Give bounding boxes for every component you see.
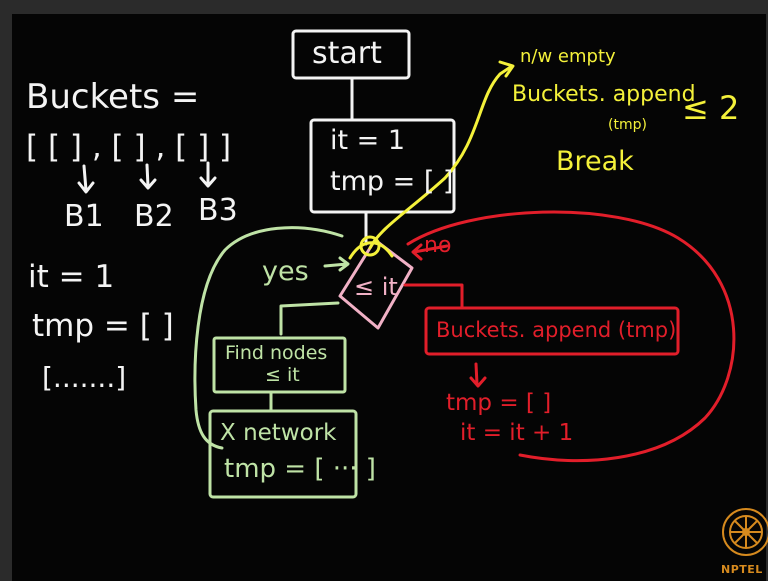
init-tmp-label: tmp = [ ]: [330, 166, 454, 197]
find-nodes-box: [212, 336, 347, 394]
decision-diamond: [338, 238, 414, 330]
side-note-line3: (tmp): [608, 117, 647, 133]
yellow-connector-curve: [368, 64, 514, 250]
bucket-b3-label: B3: [198, 193, 238, 228]
blackboard: [12, 14, 766, 581]
it-note: it = 1: [28, 259, 115, 295]
side-note-condition: ≤ 2: [682, 89, 740, 127]
buckets-title: Buckets =: [26, 77, 200, 117]
tmp-content-note: [.......]: [42, 361, 127, 394]
find-nodes-line2: ≤ it: [265, 364, 300, 386]
no-label: no: [424, 233, 452, 258]
buckets-list: [ [ ] , [ ] , [ ] ]: [26, 129, 232, 165]
append-down-arrow-icon: [469, 362, 487, 388]
yes-loop-curve: [193, 226, 344, 450]
reset-tmp-label: tmp = [ ]: [446, 390, 552, 416]
tmp-note: tmp = [ ]: [32, 308, 174, 344]
append-box: [424, 306, 680, 356]
b2-arrow-icon: [139, 163, 157, 190]
network-line1: X network: [220, 420, 337, 446]
b1-arrow-icon: [77, 164, 95, 194]
append-label: Buckets. append (tmp): [436, 318, 677, 342]
decision-to-append-line: [403, 283, 464, 310]
yes-label: yes: [262, 256, 309, 287]
yellow-scribble: [348, 241, 394, 260]
network-box: [208, 409, 358, 499]
break-label: Break: [556, 146, 634, 177]
b3-arrow-icon: [199, 161, 217, 188]
decision-to-find-line: [279, 301, 340, 336]
side-note-line1: n/w empty: [520, 46, 616, 67]
decision-label: ≤ it: [354, 273, 398, 301]
start-label: start: [312, 36, 382, 71]
side-note-line2: Buckets. append: [512, 82, 696, 107]
bucket-b1-label: B1: [64, 199, 104, 234]
nptel-logo-icon: [722, 508, 768, 556]
no-arrow-icon: [411, 243, 449, 261]
yes-arrow-icon: [323, 256, 350, 272]
find-nodes-line1: Find nodes: [225, 342, 328, 364]
yellow-arrow-icon: [498, 60, 515, 78]
init-it-label: it = 1: [330, 125, 406, 156]
no-loop-curve: [406, 210, 736, 463]
network-line2: tmp = [ ··· ]: [224, 454, 376, 484]
nptel-logo-text: NPTEL: [721, 563, 763, 576]
bucket-b2-label: B2: [134, 199, 174, 234]
increment-it-label: it = it + 1: [460, 420, 574, 446]
